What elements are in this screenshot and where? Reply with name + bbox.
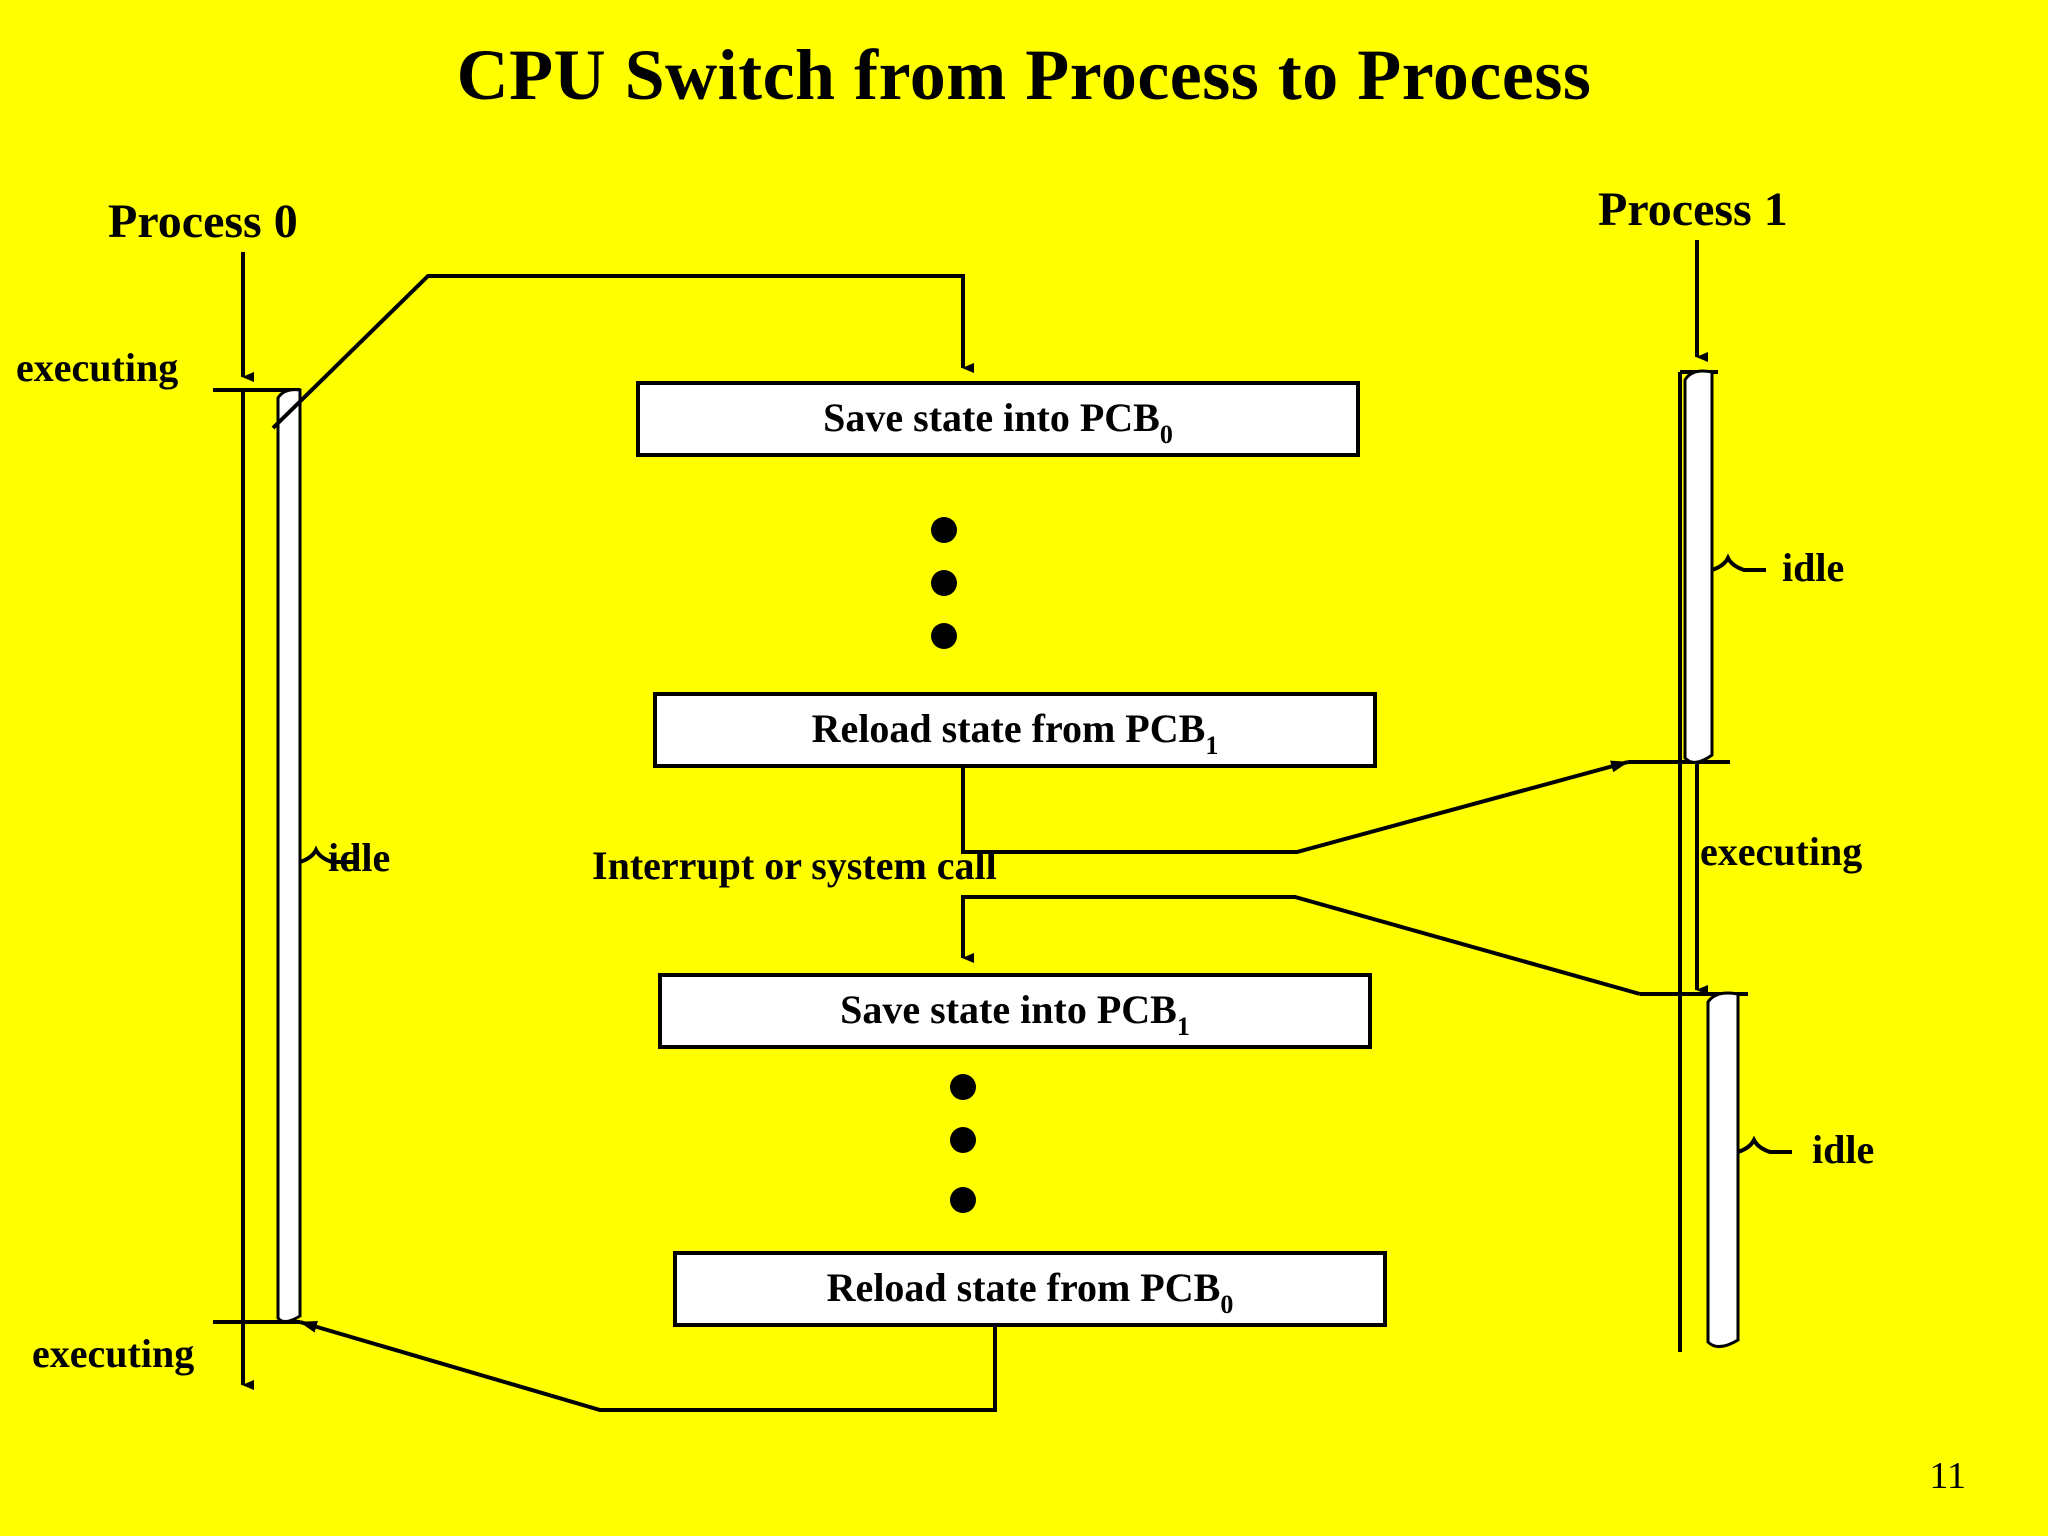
process0-idle-bar — [276, 388, 302, 1323]
page-title: CPU Switch from Process to Process — [456, 35, 1592, 115]
box-reload-pcb0-main: Reload state from PCB — [827, 1265, 1221, 1310]
process1-state-idle-bottom: idle — [1812, 1127, 1875, 1172]
ellipsis-dot — [950, 1187, 976, 1213]
process0-idle-bracket — [299, 845, 354, 864]
ellipsis-dot — [950, 1127, 976, 1153]
box-reload-pcb1-sub: 1 — [1205, 731, 1218, 760]
ellipsis-dot — [950, 1074, 976, 1100]
connector-p0-to-save-pcb0 — [271, 274, 974, 430]
process1-idle-bar-top — [1683, 369, 1714, 764]
process1-state-executing: executing — [1700, 829, 1863, 874]
box-save-pcb1 — [658, 973, 1372, 1049]
connector-reload-pcb0-to-p0 — [299, 1320, 997, 1412]
box-reload-pcb0 — [673, 1251, 1387, 1327]
box-reload-pcb1-label: Reload state from PCB1 — [812, 706, 1219, 760]
process0-title: Process 0 — [108, 195, 298, 248]
box-save-pcb0 — [636, 381, 1360, 457]
box-save-pcb0-sub: 0 — [1160, 420, 1173, 449]
box-reload-pcb1-main: Reload state from PCB — [812, 706, 1206, 751]
interrupt-or-system-call-label: Interrupt or system call — [592, 843, 997, 888]
box-reload-pcb0-label: Reload state from PCB0 — [827, 1265, 1234, 1319]
ellipsis-dot — [931, 570, 957, 596]
box-reload-pcb1 — [653, 692, 1377, 768]
process1-state-idle-top: idle — [1782, 545, 1845, 590]
process0-state-idle: idle — [328, 835, 391, 880]
box-save-pcb0-main: Save state into PCB — [823, 395, 1160, 440]
ellipsis-dot — [931, 623, 957, 649]
ellipsis-dot — [931, 517, 957, 543]
process0-state-executing-top: executing — [16, 345, 179, 390]
box-save-pcb1-sub: 1 — [1177, 1012, 1190, 1041]
box-save-pcb1-main: Save state into PCB — [840, 987, 1177, 1032]
connector-p1-to-save-pcb1 — [961, 895, 1641, 996]
box-save-pcb1-label: Save state into PCB1 — [840, 987, 1190, 1041]
connector-reload-pcb1-to-p1 — [961, 760, 1629, 854]
box-reload-pcb0-sub: 0 — [1220, 1290, 1233, 1319]
process1-idle-bar-bottom — [1706, 991, 1740, 1348]
process1-idle-bracket-top — [1711, 553, 1766, 572]
box-save-pcb0-label: Save state into PCB0 — [823, 395, 1173, 449]
process0-state-executing-bottom: executing — [32, 1331, 195, 1376]
process1-idle-bracket-bottom — [1737, 1135, 1792, 1154]
process1-title: Process 1 — [1598, 183, 1788, 236]
page-number: 11 — [1929, 1455, 1966, 1497]
